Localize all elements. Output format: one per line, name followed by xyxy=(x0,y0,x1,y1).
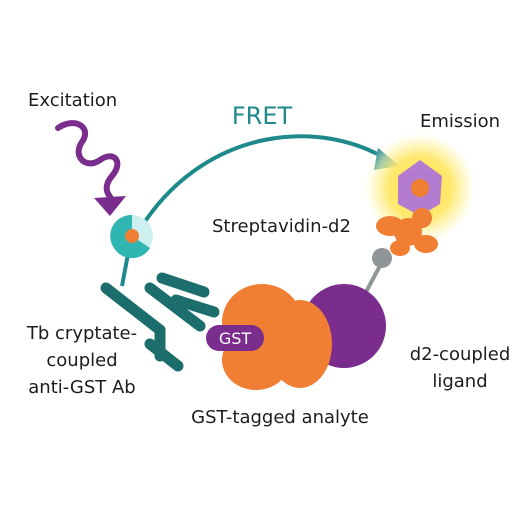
tb-cryptate-label-line3: anti-GST Ab xyxy=(28,377,135,398)
fret-label: FRET xyxy=(232,102,293,130)
excitation-label: Excitation xyxy=(28,90,117,111)
gst-tag-label: GST xyxy=(219,329,252,348)
emission-label: Emission xyxy=(420,111,500,132)
d2-ligand-label-line1: d2-coupled xyxy=(410,344,511,365)
d2-acceptor-icon xyxy=(398,160,442,216)
fret-arrow xyxy=(144,134,400,222)
analyte-label: GST-tagged analyte xyxy=(191,407,369,428)
biotin-linker-icon xyxy=(364,248,392,293)
gst-tag-pill xyxy=(206,325,264,351)
tb-cryptate-label-line1: Tb cryptate- xyxy=(26,323,137,344)
tb-cryptate-label-line2: coupled xyxy=(46,350,117,371)
excitation-wave-arrow xyxy=(55,120,126,216)
antibody-icon xyxy=(100,272,220,372)
tb-cryptate-icon xyxy=(110,214,153,287)
d2-ligand-label-line2: ligand xyxy=(432,371,487,392)
streptavidin-icon xyxy=(376,208,438,256)
streptavidin-label: Streptavidin-d2 xyxy=(212,216,351,237)
